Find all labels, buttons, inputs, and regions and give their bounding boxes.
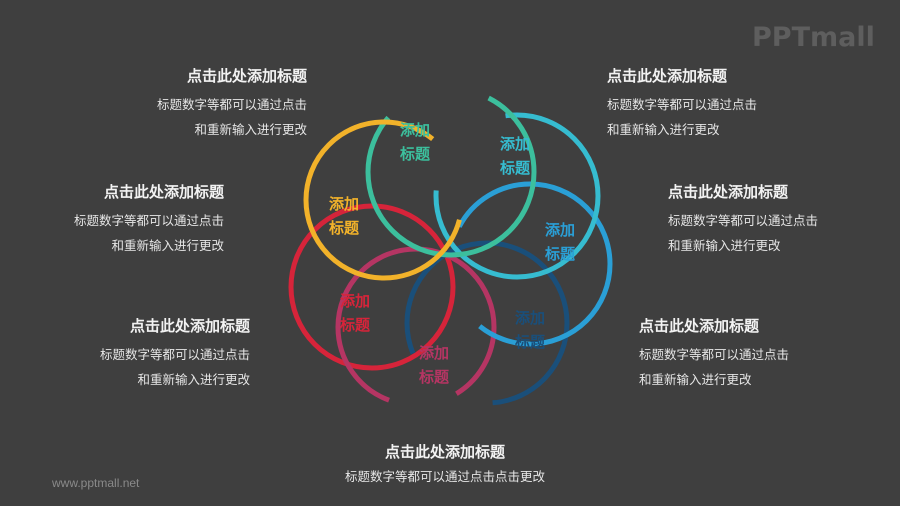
block-title: 点击此处添加标题 — [384, 443, 505, 461]
petal-ring-yellow — [303, 119, 465, 281]
petal-label-line: 添加 — [544, 221, 575, 239]
petal-label-darkblue[interactable]: 添加 标题 — [510, 306, 550, 354]
block-desc-line2: 和重新输入进行更改 — [137, 372, 250, 387]
petal-label-line: 添加 — [328, 195, 359, 213]
petal-label-line: 标题 — [544, 245, 575, 263]
block-desc-line2: 和重新输入进行更改 — [668, 238, 781, 253]
petal-ring-blue — [447, 181, 613, 347]
petal-label-line: 标题 — [399, 145, 430, 163]
block-desc-line1: 标题数字等都可以通过点击 — [73, 213, 224, 228]
petal-ring-green — [365, 86, 537, 258]
text-block-top-right[interactable]: 点击此处添加标题 标题数字等都可以通过点击 和重新输入进行更改 — [607, 66, 757, 142]
petal-label-line: 添加 — [499, 135, 530, 153]
pptmall-logo: PPTmall — [752, 22, 875, 53]
block-desc-line2: 和重新输入进行更改 — [607, 122, 720, 137]
text-block-bottom-center[interactable]: 点击此处添加标题 标题数字等都可以通过点击点击更改 — [300, 442, 590, 489]
petal-label-line: 标题 — [514, 333, 545, 351]
website-url: www.pptmall.net — [52, 476, 140, 490]
block-title: 点击此处添加标题 — [639, 317, 760, 335]
text-block-bottom-right[interactable]: 点击此处添加标题 标题数字等都可以通过点击 和重新输入进行更改 — [639, 316, 789, 392]
petal-label-line: 标题 — [418, 368, 449, 386]
block-desc-line1: 标题数字等都可以通过点击 — [668, 213, 819, 228]
block-desc-line2: 和重新输入进行更改 — [111, 238, 224, 253]
petal-label-line: 标题 — [328, 219, 359, 237]
block-desc-line1: 标题数字等都可以通过点击点击更改 — [344, 469, 545, 484]
text-block-mid-left[interactable]: 点击此处添加标题 标题数字等都可以通过点击 和重新输入进行更改 — [74, 182, 224, 258]
block-title: 点击此处添加标题 — [103, 183, 224, 201]
block-title: 点击此处添加标题 — [668, 183, 789, 201]
block-desc-line2: 和重新输入进行更改 — [639, 372, 752, 387]
block-desc-line1: 标题数字等都可以通过点击 — [639, 347, 790, 362]
petal-ring-red — [288, 203, 456, 371]
text-block-bottom-left[interactable]: 点击此处添加标题 标题数字等都可以通过点击 和重新输入进行更改 — [100, 316, 250, 392]
petal-label-red[interactable]: 添加 标题 — [335, 289, 375, 337]
block-title: 点击此处添加标题 — [607, 67, 728, 85]
block-title: 点击此处添加标题 — [186, 67, 307, 85]
block-desc-line1: 标题数字等都可以通过点击 — [607, 97, 758, 112]
petal-label-line: 添加 — [339, 292, 370, 310]
petal-label-magenta[interactable]: 添加 标题 — [414, 341, 454, 389]
block-desc-line2: 和重新输入进行更改 — [194, 122, 307, 137]
block-desc-line1: 标题数字等都可以通过点击 — [99, 347, 250, 362]
petal-label-line: 添加 — [418, 344, 449, 362]
petal-ring-teal — [433, 112, 601, 280]
block-title: 点击此处添加标题 — [129, 317, 250, 335]
petal-label-line: 添加 — [514, 309, 545, 327]
petal-label-blue[interactable]: 添加 标题 — [540, 218, 580, 266]
text-block-top-left[interactable]: 点击此处添加标题 标题数字等都可以通过点击 和重新输入进行更改 — [157, 66, 307, 142]
petal-ring-darkblue — [404, 240, 570, 406]
block-desc-line1: 标题数字等都可以通过点击 — [156, 97, 307, 112]
petal-label-yellow[interactable]: 添加 标题 — [324, 192, 364, 240]
petal-label-line: 标题 — [499, 159, 530, 177]
petal-label-teal[interactable]: 添加 标题 — [495, 132, 535, 180]
petal-label-line: 标题 — [339, 316, 370, 334]
petal-label-line: 添加 — [399, 121, 430, 139]
text-block-mid-right[interactable]: 点击此处添加标题 标题数字等都可以通过点击 和重新输入进行更改 — [668, 182, 818, 258]
petal-label-green[interactable]: 添加 标题 — [395, 118, 435, 166]
